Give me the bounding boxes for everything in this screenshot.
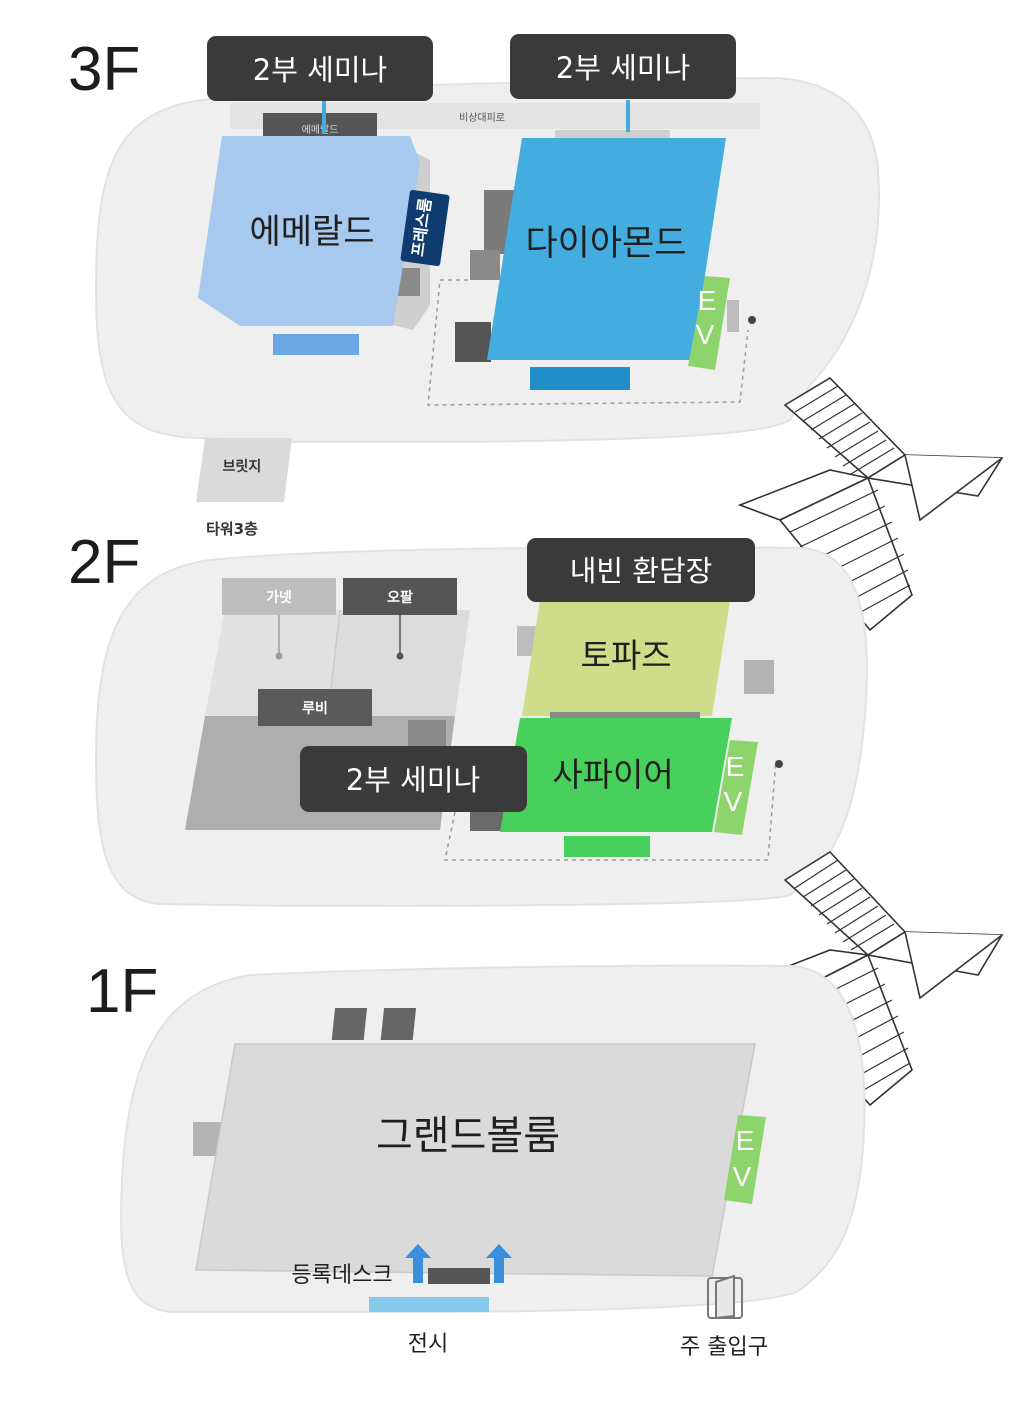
diamond-room[interactable] bbox=[487, 138, 726, 360]
sapphire-room-label: 사파이어 bbox=[552, 755, 673, 794]
bridge-label: 브릿지 bbox=[223, 458, 262, 475]
callout-connector-right bbox=[626, 100, 630, 132]
seminar-callout-2f-label: 2부 세미나 bbox=[346, 763, 480, 797]
seminar-callout-left bbox=[207, 36, 433, 101]
elevator-3f-shadow bbox=[727, 300, 739, 332]
elevator-2f[interactable] bbox=[714, 740, 758, 835]
diamond-entrance-bar bbox=[530, 367, 630, 390]
info-dot-2f bbox=[775, 760, 783, 768]
elevator-1f-e: E bbox=[736, 1125, 755, 1156]
registration-desk[interactable] bbox=[428, 1268, 490, 1284]
topaz-sapphire-divider bbox=[550, 712, 700, 718]
bridge-block bbox=[196, 438, 292, 502]
garnet-label: 가넷 bbox=[266, 589, 292, 606]
vip-callout-label: 내빈 환담장 bbox=[570, 554, 713, 588]
diamond-zone-outline bbox=[427, 279, 749, 406]
emerald-room[interactable] bbox=[198, 136, 420, 326]
floor-label-1f: 1F bbox=[86, 957, 158, 1026]
diamond-column-bottom bbox=[455, 322, 491, 362]
seminar-callout-right bbox=[510, 34, 736, 99]
diamond-top-slot bbox=[555, 130, 670, 140]
arrow-up-left-icon bbox=[405, 1244, 431, 1283]
emerald-wall-dark bbox=[398, 268, 420, 296]
emerald-room-label: 에메랄드 bbox=[249, 212, 374, 252]
diamond-room-label: 다이아몬드 bbox=[525, 224, 686, 264]
info-dot-3f bbox=[748, 316, 756, 324]
floor-2f: 2F 가넷 오팔 루비 토파즈 사파이어 E bbox=[68, 528, 868, 908]
corridor-label: 비상대피로 bbox=[459, 112, 505, 124]
tower-label: 타워3층 bbox=[206, 520, 258, 538]
ruby-tag bbox=[258, 689, 372, 726]
ruby-label: 루비 bbox=[302, 701, 328, 717]
floor-1f: 1F 그랜드볼룸 E V 등록데스크 전시 주 출입구 bbox=[86, 957, 866, 1360]
topaz-right-block bbox=[744, 660, 774, 694]
elevator-3f-v: V bbox=[696, 319, 715, 350]
elevator-2f-v: V bbox=[724, 786, 743, 817]
floor-label-2f: 2F bbox=[68, 528, 140, 597]
elevator-1f-v: V bbox=[733, 1161, 752, 1192]
sapphire-entrance-bar bbox=[564, 836, 650, 857]
emerald-entrance-bar bbox=[273, 334, 359, 355]
sapphire-room[interactable] bbox=[500, 718, 732, 832]
grand-top-block-left bbox=[331, 1008, 368, 1040]
stairs-3f-2f bbox=[737, 376, 1004, 632]
callout-connector-left bbox=[322, 100, 326, 134]
registration-desk-label: 등록데스크 bbox=[291, 1263, 392, 1288]
floor-3f: 3F 비상대피로 브릿지 타워3층 에메랄드 에메랄드 프레스룸 다이아몬드 bbox=[68, 34, 880, 538]
elevator-2f-e: E bbox=[726, 751, 745, 782]
seminar-callout-right-label: 2부 세미나 bbox=[556, 51, 690, 85]
elevator-1f[interactable] bbox=[724, 1115, 766, 1204]
door-icon bbox=[707, 1274, 743, 1320]
arrow-up-right-icon bbox=[486, 1244, 512, 1283]
press-room[interactable] bbox=[400, 189, 450, 267]
floor-label-3f: 3F bbox=[68, 35, 140, 104]
exhibit-label: 전시 bbox=[408, 1332, 448, 1357]
seminar-callout-left-label: 2부 세미나 bbox=[253, 53, 387, 87]
diamond-column-mid bbox=[470, 250, 500, 280]
grand-ballroom[interactable] bbox=[195, 1043, 756, 1277]
opal-tag bbox=[343, 578, 457, 615]
grand-top-block-right bbox=[380, 1008, 417, 1040]
garnet-tag bbox=[222, 578, 336, 615]
sapphire-zone-outline bbox=[444, 759, 777, 861]
exhibit-area[interactable] bbox=[369, 1297, 489, 1312]
vip-callout bbox=[527, 538, 755, 602]
elevator-3f-e: E bbox=[698, 285, 717, 316]
emerald-tag-label: 에메랄드 bbox=[302, 123, 339, 136]
seminar-callout-2f bbox=[300, 746, 527, 812]
topaz-room-label: 토파즈 bbox=[580, 636, 671, 675]
topaz-room[interactable] bbox=[522, 600, 730, 716]
opal-label: 오팔 bbox=[387, 589, 413, 606]
grand-ballroom-label: 그랜드볼룸 bbox=[376, 1113, 560, 1159]
main-entrance-label: 주 출입구 bbox=[680, 1335, 768, 1360]
elevator-3f[interactable] bbox=[688, 276, 730, 370]
emerald-tag-block bbox=[263, 113, 377, 137]
